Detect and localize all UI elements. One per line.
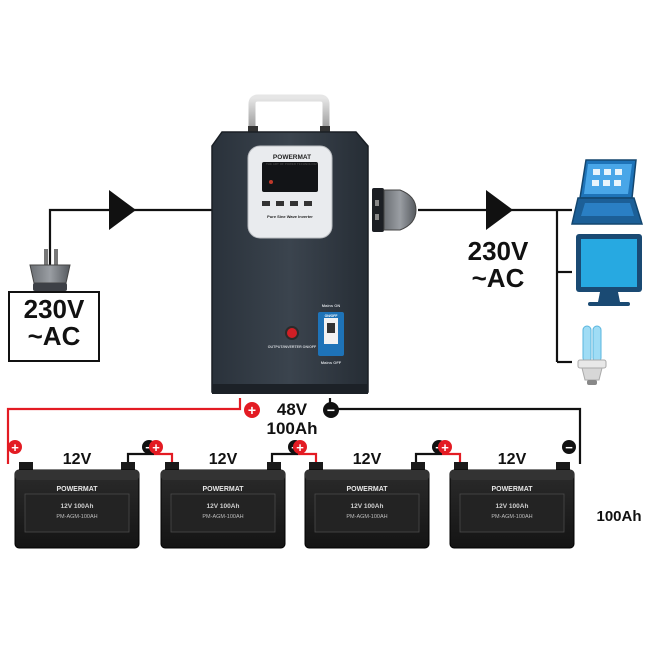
bank-negative-marker: − [323, 402, 339, 418]
bank-capacity: 100Ah [266, 419, 318, 438]
battery-lid [161, 470, 285, 480]
inverter-texts: POWERMAT THE ART OF POWER TECHNOLOGY Pur… [266, 154, 342, 365]
battery-spec: 12V 100Ah [207, 503, 240, 510]
inverter-indicators [262, 201, 312, 206]
battery-lid [305, 470, 429, 480]
negative-marker: − [562, 440, 576, 455]
svg-text:−: − [565, 440, 573, 455]
battery-part: PM-AGM-100AH [202, 514, 243, 520]
series-link-2-pos [298, 452, 318, 464]
output-arrow-icon [486, 190, 513, 230]
output-plug-icon [372, 188, 417, 232]
input-plug-icon [29, 249, 71, 291]
battery-voltage-label: 12V [498, 451, 527, 468]
battery-lid [450, 470, 574, 480]
battery-label-panel [24, 493, 130, 533]
bank-positive-wire [6, 398, 242, 464]
series-link-3-neg [414, 452, 442, 464]
positive-marker: + [8, 440, 22, 455]
input-arrow-icon [109, 190, 136, 230]
positive-terminal [19, 462, 33, 471]
breaker-off-label: Mains OFF [321, 360, 342, 365]
positive-marker: + [293, 440, 307, 455]
battery-spec: 12V 100Ah [61, 503, 94, 510]
input-type: ~AC [27, 321, 81, 351]
battery-voltage-label: 12V [209, 451, 238, 468]
svg-text:+: + [11, 440, 19, 455]
inverter-display [262, 162, 318, 192]
svg-text:+: + [296, 440, 304, 455]
positive-marker: + [438, 440, 452, 455]
svg-text:+: + [248, 402, 256, 418]
positive-marker: + [149, 440, 163, 455]
inverter-unit [211, 94, 369, 394]
inverter-switch-label: OUTPUT/INVERTER ON/OFF [268, 345, 317, 349]
negative-terminal [121, 462, 135, 471]
input-voltage: 230V [23, 294, 85, 324]
bulb-icon [577, 325, 607, 385]
battery-brand: POWERMAT [56, 486, 98, 493]
output-voltage: 230V [467, 236, 529, 266]
input-wire [48, 208, 212, 268]
battery-part: PM-AGM-100AH [56, 514, 97, 520]
output-voltage-label: 230V ~AC [458, 238, 538, 292]
output-type: ~AC [471, 263, 525, 293]
battery-brand: POWERMAT [202, 486, 244, 493]
inverter-tagline: THE ART OF POWER TECHNOLOGY [266, 162, 318, 166]
battery-spec: 12V 100Ah [351, 503, 384, 510]
battery-label-panel [314, 493, 420, 533]
battery-lid [15, 470, 139, 480]
battery-part: PM-AGM-100AH [491, 514, 532, 520]
laptop-icon [571, 159, 644, 225]
svg-text:+: + [152, 440, 160, 455]
monitor-icon [576, 234, 642, 306]
series-link-1-neg [126, 452, 154, 464]
battery-brand: POWERMAT [491, 486, 533, 493]
bank-voltage: 48V [276, 400, 308, 419]
positive-terminal [454, 462, 468, 471]
positive-terminal [309, 462, 323, 471]
battery-label-panel [459, 493, 565, 533]
series-link-2-neg [270, 452, 298, 464]
input-voltage-label: 230V ~AC [8, 291, 100, 362]
negative-terminal [411, 462, 425, 471]
negative-terminal [267, 462, 281, 471]
svg-text:−: − [327, 402, 335, 418]
power-switch[interactable] [285, 326, 299, 340]
battery-spec: 12V 100Ah [496, 503, 529, 510]
breaker-on-label: Mains ON [322, 303, 341, 308]
series-link-3-pos [442, 452, 462, 464]
svg-text:+: + [441, 440, 449, 455]
positive-terminal [165, 462, 179, 471]
battery-voltage-label: 12V [353, 451, 382, 468]
breaker-text: ON/OFF [325, 314, 338, 318]
series-link-1-pos [154, 452, 174, 464]
battery-brand: POWERMAT [346, 486, 388, 493]
battery-voltage-label: 12V [63, 451, 92, 468]
battery-part: PM-AGM-100AH [346, 514, 387, 520]
bank-positive-marker: + [244, 402, 260, 418]
dc-wiring [6, 398, 582, 464]
inverter-model: Pure Sine Wave Inverter [267, 214, 313, 219]
battery-label-panel [170, 493, 276, 533]
inverter-handle [248, 94, 330, 128]
bank-rating-label: 48V 100Ah [262, 400, 322, 438]
inverter-brand: POWERMAT [273, 154, 311, 161]
negative-terminal [556, 462, 570, 471]
battery-capacity-label: 100Ah [596, 508, 642, 525]
